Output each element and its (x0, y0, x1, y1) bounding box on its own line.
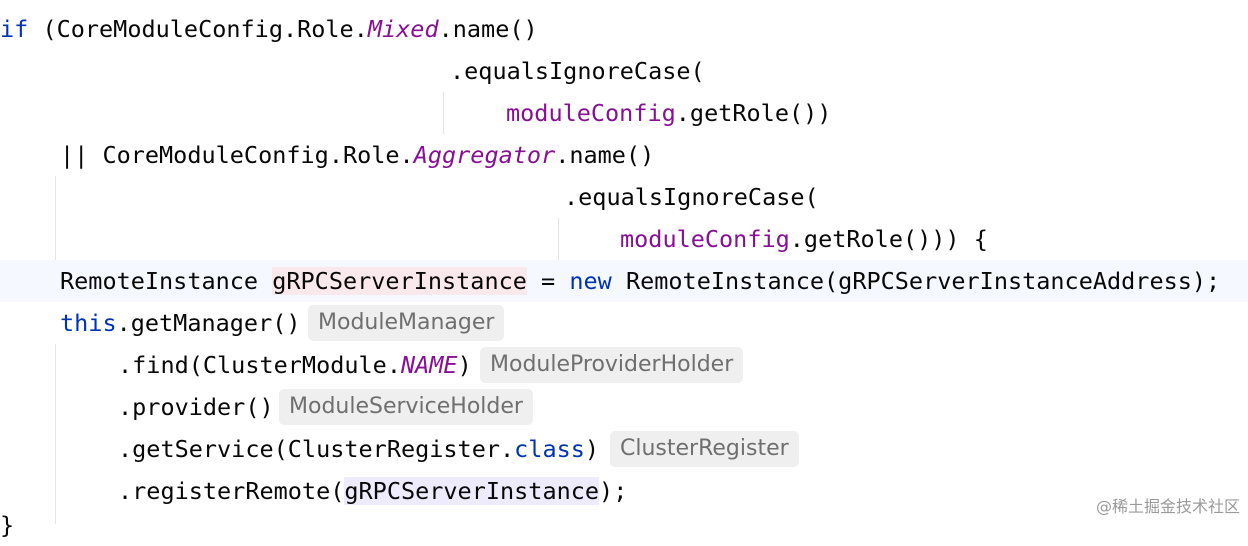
code-text: ) (584, 435, 600, 463)
keyword-new: new (569, 267, 612, 295)
code-text: .equalsIgnoreCase( (564, 183, 819, 211)
current-line-highlight (0, 260, 1248, 302)
keyword-if: if (0, 15, 29, 43)
code-line-10[interactable]: .provider() (118, 386, 274, 428)
code-text: = (526, 267, 570, 295)
indent-guide (55, 344, 56, 524)
code-text: .getManager() (116, 309, 301, 337)
code-text: ) (457, 351, 472, 379)
indent-guide (558, 218, 559, 260)
code-text: || CoreModuleConfig.Role. (60, 141, 414, 169)
code-text: .equalsIgnoreCase( (450, 57, 705, 85)
variable-grpc-server-instance-usage: gRPCServerInstance (344, 477, 600, 505)
code-text: .name() (438, 15, 538, 43)
code-line-6[interactable]: moduleConfig.getRole())) { (620, 218, 988, 260)
code-line-12[interactable]: .registerRemote(gRPCServerInstance); (118, 470, 627, 512)
code-text: ); (599, 477, 628, 505)
code-text: .provider() (118, 393, 274, 421)
code-text: .find(ClusterModule. (118, 351, 401, 379)
indent-guide (443, 92, 444, 134)
keyword-this: this (60, 309, 117, 337)
field-module-config: moduleConfig (620, 225, 790, 253)
inlay-type-hint-module-service-holder[interactable]: ModuleServiceHolder (279, 389, 533, 425)
code-line-13[interactable]: } (0, 504, 14, 546)
code-line-5[interactable]: .equalsIgnoreCase( (564, 176, 819, 218)
inlay-type-hint-module-provider-holder[interactable]: ModuleProviderHolder (480, 347, 744, 383)
code-line-1[interactable]: if (CoreModuleConfig.Role.Mixed.name() (0, 8, 538, 50)
inlay-type-hint-module-manager[interactable]: ModuleManager (308, 305, 505, 341)
constant-name: NAME (400, 351, 458, 379)
enum-constant-mixed: Mixed (367, 15, 439, 43)
code-text: .name() (555, 141, 655, 169)
code-line-8[interactable]: this.getManager() (60, 302, 301, 344)
code-text: .getRole()) (675, 99, 832, 127)
code-line-11[interactable]: .getService(ClusterRegister.class) (118, 428, 599, 470)
indent-guide (55, 176, 56, 260)
code-text: RemoteInstance(gRPCServerInstanceAddress… (611, 267, 1221, 295)
code-line-3[interactable]: moduleConfig.getRole()) (506, 92, 831, 134)
code-text: RemoteInstance (60, 267, 273, 295)
watermark: @稀土掘金技术社区 (1095, 497, 1240, 516)
code-line-9[interactable]: .find(ClusterModule.NAME) (118, 344, 472, 386)
code-text: .getRole())) { (789, 225, 988, 253)
code-line-7[interactable]: RemoteInstance gRPCServerInstance = new … (60, 260, 1220, 302)
variable-grpc-server-instance-declaration: gRPCServerInstance (272, 267, 527, 295)
code-line-4[interactable]: || CoreModuleConfig.Role.Aggregator.name… (60, 134, 654, 176)
inlay-type-hint-cluster-register[interactable]: ClusterRegister (610, 431, 799, 467)
code-text: .getService(ClusterRegister. (118, 435, 515, 463)
field-module-config: moduleConfig (506, 99, 676, 127)
enum-constant-aggregator: Aggregator (413, 141, 556, 169)
keyword-class: class (514, 435, 585, 463)
code-text: .registerRemote( (118, 477, 345, 505)
code-line-2[interactable]: .equalsIgnoreCase( (450, 50, 705, 92)
code-text: (CoreModuleConfig.Role. (28, 15, 368, 43)
closing-brace: } (0, 511, 15, 539)
